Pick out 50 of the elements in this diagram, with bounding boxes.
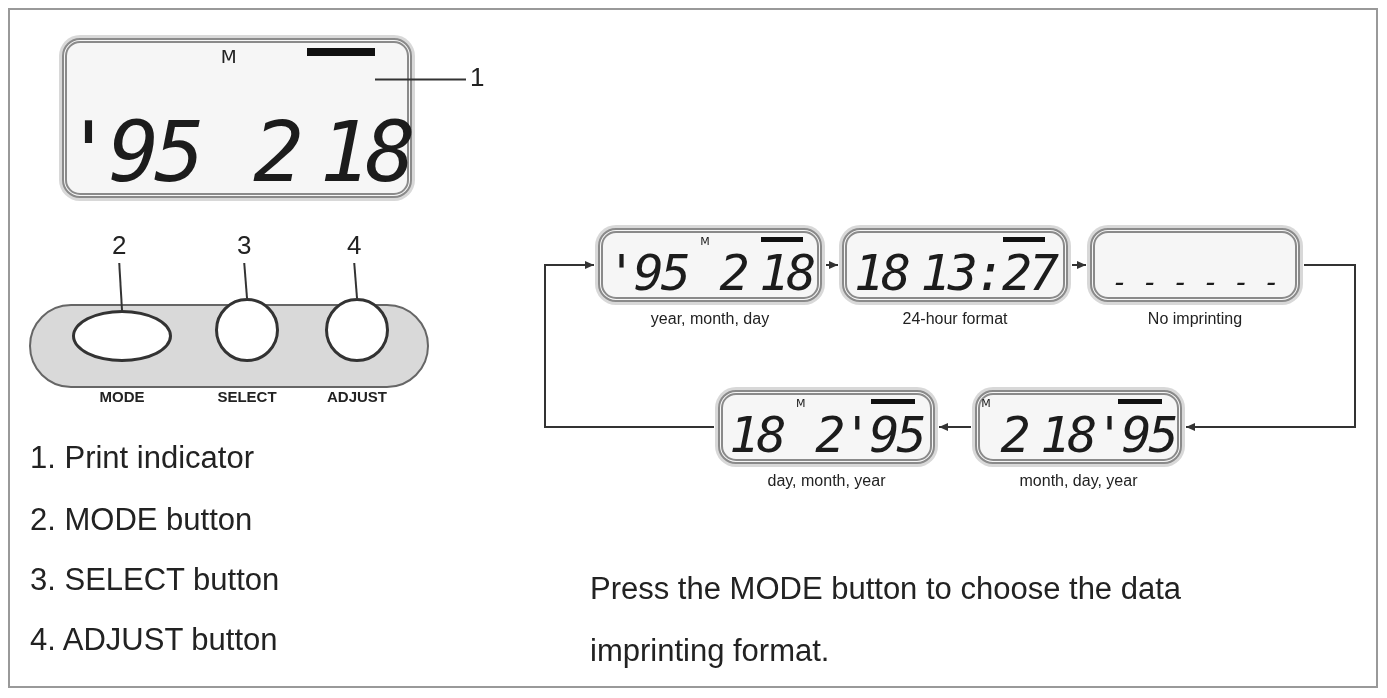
- month-mark: M: [796, 397, 806, 409]
- display-caption: year, month, day: [650, 310, 770, 328]
- display-caption: month, day, year: [1019, 472, 1138, 490]
- callout-number: 4: [347, 230, 362, 261]
- leader-line: [243, 262, 248, 299]
- callout-number: 3: [237, 230, 252, 261]
- instruction-text: Press the MODE button to choose the data imprinting format.: [590, 570, 1183, 670]
- button-label: ADJUST: [327, 388, 387, 405]
- flow-arrow: [544, 261, 715, 428]
- flow-arrow: [938, 423, 972, 431]
- lcd-display: [718, 390, 935, 464]
- leader-line: [353, 262, 358, 299]
- legend-item: 3. SELECT button: [30, 562, 280, 598]
- print-indicator-bar: [307, 48, 375, 56]
- callout-number: 2: [112, 230, 127, 261]
- button-label: MODE: [99, 388, 145, 405]
- lcd-digits: - - - - - -: [1111, 270, 1279, 297]
- lcd-display: [975, 390, 1182, 464]
- lcd-digits: 2: [253, 113, 299, 193]
- lcd-digits: 18: [319, 113, 411, 193]
- flow-arrow: [1185, 264, 1356, 431]
- lcd-digits: '95: [63, 113, 200, 193]
- lcd-digits: 2'95: [815, 411, 924, 459]
- leader-line: [374, 78, 467, 81]
- display-caption: No imprinting: [1147, 310, 1243, 328]
- button-label: SELECT: [217, 388, 277, 405]
- legend-item: 4. ADJUST button: [30, 622, 278, 658]
- lcd-digits: 18: [729, 411, 784, 459]
- callout-number: 1: [470, 62, 485, 93]
- lcd-display: [598, 228, 822, 302]
- month-mark: M: [981, 397, 991, 409]
- lcd-digits: 18: [853, 249, 909, 297]
- flow-arrow: [1071, 261, 1087, 269]
- lcd-digits: 18: [759, 249, 814, 297]
- lcd-digits: 18'95: [1040, 411, 1176, 459]
- legend-item: 2. MODE button: [30, 502, 253, 538]
- lcd-digits: 2: [719, 249, 747, 297]
- lcd-digits: '95: [606, 249, 688, 297]
- flow-arrow: [825, 261, 839, 269]
- lcd-display: [842, 228, 1068, 302]
- display-caption: day, month, year: [767, 472, 886, 490]
- leader-line: [118, 262, 123, 311]
- display-caption: 24-hour format: [902, 310, 1008, 328]
- lcd-digits: 2: [1000, 411, 1028, 459]
- lcd-digits: 13:27: [920, 249, 1057, 297]
- legend-item: 1. Print indicator: [30, 440, 254, 476]
- lcd-display: [1090, 228, 1300, 302]
- month-mark: M: [700, 235, 710, 247]
- month-mark: M: [220, 47, 237, 67]
- lcd-display: [62, 38, 412, 198]
